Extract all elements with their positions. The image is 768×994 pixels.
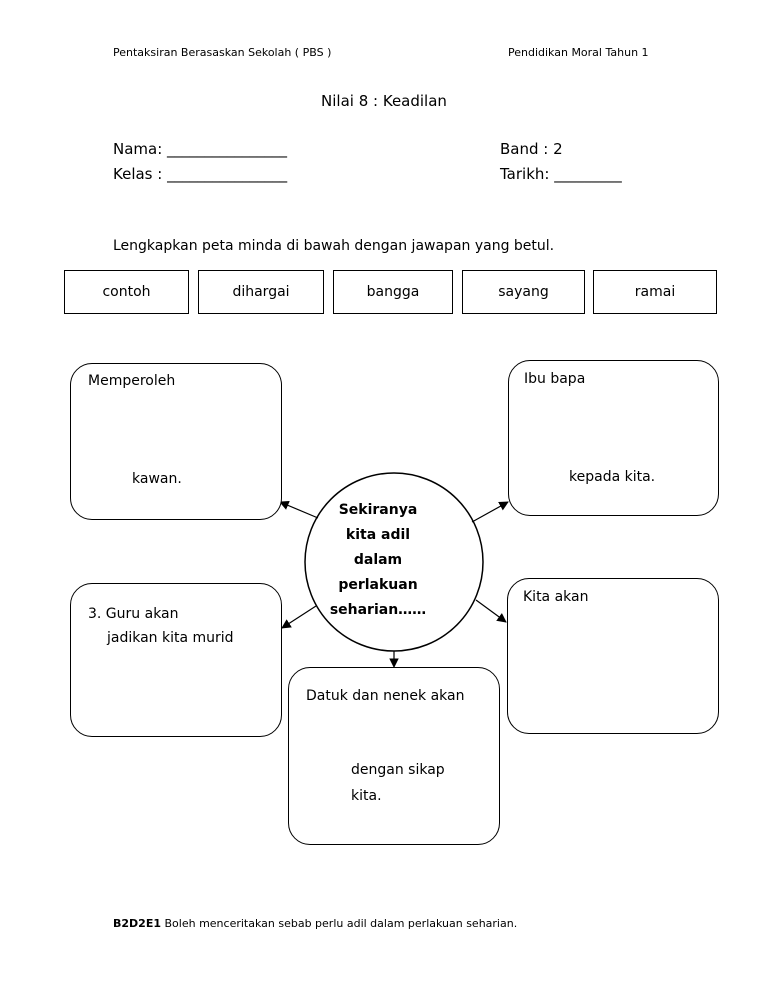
word-box-1[interactable]: contoh (64, 270, 189, 314)
center-line-4: perlakuan (338, 577, 418, 593)
box-bottom-line3: kita. (351, 788, 382, 804)
box-top-right[interactable] (508, 360, 719, 516)
box-bottom[interactable] (288, 667, 500, 845)
box-bottom-line1: Datuk dan nenek akan (306, 688, 465, 704)
word-box-2[interactable]: dihargai (198, 270, 324, 314)
header-left: Pentaksiran Berasaskan Sekolah ( PBS ) (113, 46, 332, 59)
box-top-left-line1: Memperoleh (88, 373, 176, 389)
page-title: Nilai 8 : Keadilan (321, 92, 447, 110)
footer-text: Boleh menceritakan sebab perlu adil dala… (164, 917, 518, 930)
box-bottom-line2: dengan sikap (351, 762, 445, 778)
center-line-2: kita adil (345, 527, 411, 543)
box-top-left-line2: kawan. (132, 471, 182, 487)
box-mid-left-line2: jadikan kita murid (107, 630, 234, 646)
header-right: Pendidikan Moral Tahun 1 (508, 46, 649, 59)
box-top-right-line1: Ibu bapa (524, 371, 586, 387)
box-mid-right-line1: Kita akan (523, 589, 589, 605)
footer: B2D2E1 Boleh menceritakan sebab perlu ad… (113, 917, 517, 930)
box-mid-left-line1: 3. Guru akan (88, 606, 179, 622)
center-line-1: Sekiranya (338, 502, 418, 518)
arrow-mid-left (281, 605, 317, 629)
box-mid-left[interactable] (70, 583, 282, 737)
box-top-left[interactable] (70, 363, 282, 520)
band-field: Band : 2 (500, 140, 563, 158)
arrow-top-right (471, 501, 509, 523)
kelas-field[interactable]: Kelas : ________________ (113, 165, 288, 183)
center-label: Sekiranya kita adil dalam perlakuan seha… (310, 498, 446, 623)
footer-code: B2D2E1 (113, 917, 161, 930)
tarikh-field[interactable]: Tarikh: _________ (500, 165, 622, 183)
nama-field[interactable]: Nama: ________________ (113, 140, 288, 158)
center-line-3: dalam (353, 552, 403, 568)
instruction-text: Lengkapkan peta minda di bawah dengan ja… (113, 238, 555, 254)
center-line-5: seharian…… (329, 602, 427, 618)
word-box-4[interactable]: sayang (462, 270, 585, 314)
box-top-right-line2: kepada kita. (569, 469, 656, 485)
word-box-3[interactable]: bangga (333, 270, 453, 314)
word-box-5[interactable]: ramai (593, 270, 717, 314)
arrow-mid-right (475, 599, 507, 623)
box-mid-right[interactable] (507, 578, 719, 734)
arrow-top-left (279, 500, 319, 519)
